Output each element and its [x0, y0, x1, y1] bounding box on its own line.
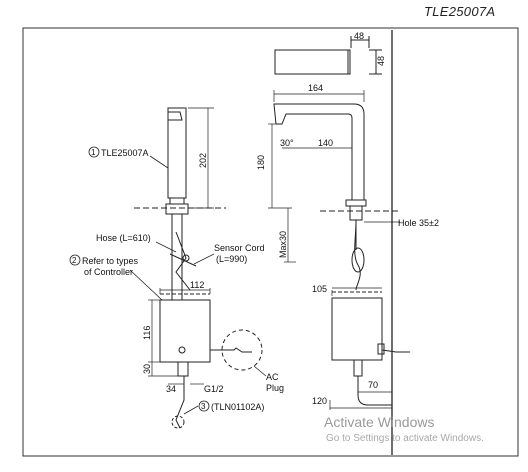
callout-1: [88, 146, 169, 169]
sensor-leader: [193, 253, 215, 265]
hole-label: Hole 35±2: [398, 218, 439, 228]
ac-plug-label-2: Plug: [266, 383, 284, 393]
hose-label: Hose (L=610): [96, 233, 151, 243]
model-title: TLE25007A: [424, 4, 496, 19]
ac-plug-leader: [253, 365, 267, 377]
callout-2-text-1: Refer to types: [82, 256, 139, 266]
ac-plug-label-1: AC: [266, 372, 279, 382]
sensor-label-1: Sensor Cord: [214, 243, 265, 253]
thread-label: G1/2: [204, 384, 224, 394]
top-view-height-label: 48: [376, 56, 386, 66]
callout-1-text: TLE25007A: [101, 148, 149, 158]
top-view-width-label: 48: [354, 31, 364, 41]
width-112-label: 112: [190, 280, 204, 290]
top-view: [274, 36, 382, 75]
front-view-dimensions: [148, 107, 214, 385]
height-30-label: 30: [142, 364, 152, 374]
side-view-dimensions: [268, 90, 400, 410]
spout-angle-label: 30°: [280, 138, 294, 148]
height-116-label: 116: [142, 326, 152, 340]
activate-windows-subtitle[interactable]: Go to Settings to activate Windows.: [326, 433, 484, 444]
sensor-label-2: (L=990): [216, 254, 247, 264]
drawing-frame: [22, 27, 519, 457]
offset-120-label: 120: [312, 396, 327, 406]
reach-label: 140: [318, 138, 333, 148]
max30-label: Max30: [278, 231, 288, 258]
activate-windows-title: Activate Windows: [324, 414, 435, 430]
callout-1-number: 1: [91, 148, 96, 157]
front-view-faucet: [134, 107, 263, 429]
width-105-label: 105: [312, 284, 327, 294]
callout-2-text-2: of Controller: [84, 267, 133, 277]
callout-2: [69, 254, 163, 301]
spout-length-label: 164: [308, 83, 323, 93]
callout-3-number: 3: [201, 402, 206, 411]
offset-70-label: 70: [368, 380, 378, 390]
width-34-label: 34: [166, 384, 176, 394]
callout-3-text: (TLN01102A): [211, 402, 264, 412]
callout-3: [183, 400, 210, 415]
height-202-label: 202: [198, 153, 208, 168]
callout-2-number: 2: [72, 256, 77, 265]
side-view-faucet: [273, 30, 410, 455]
hose-leader: [155, 241, 177, 253]
height-180-label: 180: [256, 155, 266, 170]
